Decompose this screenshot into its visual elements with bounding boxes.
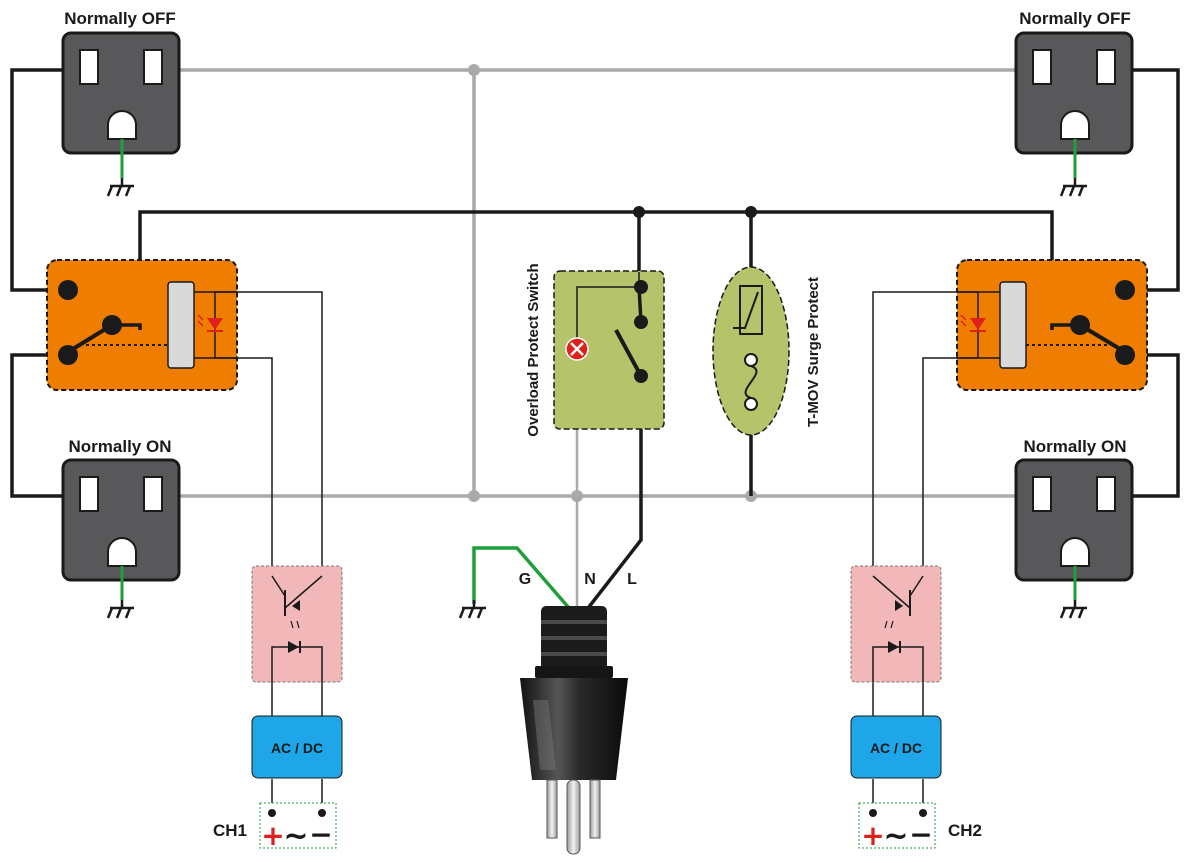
terminal-block-right (858, 802, 936, 849)
optocoupler-right (850, 565, 942, 683)
outlet-top-left-label: Normally OFF (64, 9, 175, 28)
outlet-ground-wires (120, 139, 1077, 600)
relay-left (46, 259, 238, 391)
ground-symbol-icon (106, 598, 136, 620)
ground-symbol-icon (458, 598, 488, 620)
terminal-block-left (259, 802, 337, 849)
outlet-top-left (61, 31, 181, 155)
control-wiring (215, 291, 978, 812)
outlet-bottom-right-label: Normally ON (1024, 437, 1127, 456)
plug-ground-label: G (519, 571, 531, 588)
power-plug-icon (520, 606, 628, 855)
outlet-bottom-right (1014, 458, 1134, 582)
converter-left (251, 715, 343, 779)
minus-icon: − (309, 818, 332, 851)
optocoupler-left (251, 565, 343, 683)
outlet-bottom-left-label: Normally ON (69, 437, 172, 456)
channel-1-label: CH1 (213, 821, 247, 840)
relay-right (956, 259, 1148, 391)
converter-right (850, 715, 942, 779)
line-junctions (633, 206, 757, 218)
plug-line-label: L (627, 571, 637, 588)
plus-icon: + (261, 819, 284, 852)
overload-protect-label: Overload Protect Switch (525, 263, 542, 436)
tmov-surge-protect (712, 266, 790, 436)
ground-symbol-icon (106, 176, 136, 198)
ac-symbol-icon: ~ (283, 819, 308, 854)
converter-left-label: AC / DC (271, 740, 323, 756)
minus-icon: − (909, 818, 932, 851)
ground-wire (472, 546, 571, 610)
overload-protect-switch (553, 270, 665, 430)
surge-protect-label: T-MOV Surge Protect (805, 277, 822, 427)
ground-symbol-icon (1059, 176, 1089, 198)
outlet-top-right (1014, 31, 1134, 155)
channel-2-label: CH2 (948, 821, 982, 840)
converter-right-label: AC / DC (870, 740, 922, 756)
ground-symbol-icon (1059, 598, 1089, 620)
plus-icon: + (861, 819, 884, 852)
outlet-bottom-left (61, 458, 181, 582)
ac-symbol-icon: ~ (883, 819, 908, 854)
outlet-top-right-label: Normally OFF (1019, 9, 1130, 28)
plug-neutral-label: N (584, 571, 596, 588)
neutral-junctions (468, 64, 757, 502)
